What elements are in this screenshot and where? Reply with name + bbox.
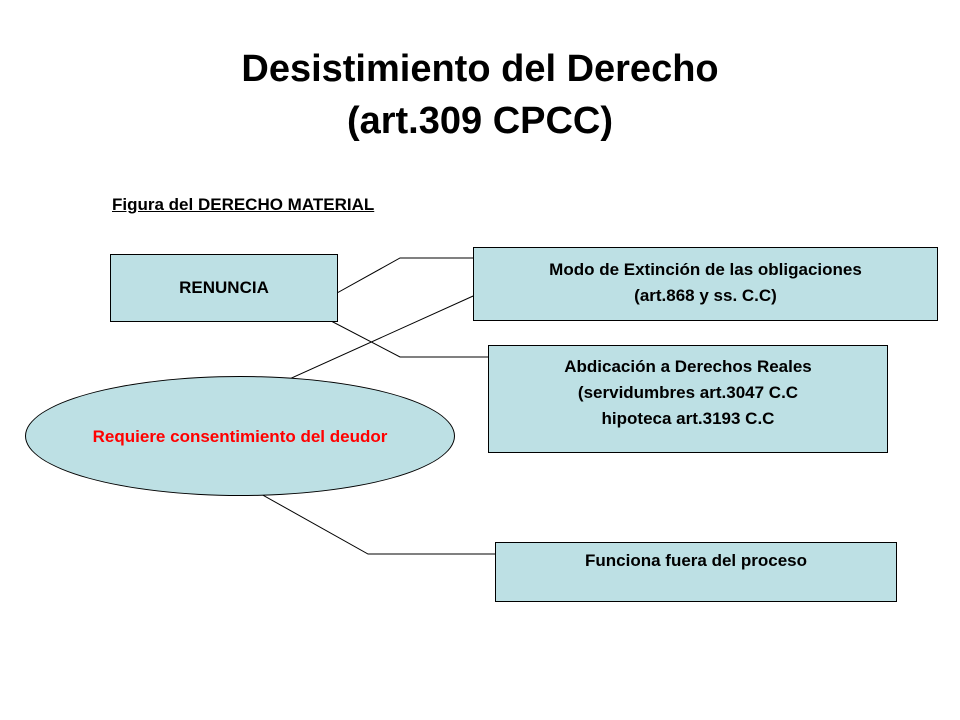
connector-renuncia-to-modo xyxy=(327,257,473,299)
abdicacion-line2: (servidumbres art.3047 C.C xyxy=(577,383,799,402)
modo-extincion-line2: (art.868 y ss. C.C) xyxy=(634,286,777,305)
renuncia-box: RENUNCIA xyxy=(110,254,338,322)
abdicacion-line3: hipoteca art.3193 C.C xyxy=(601,409,775,428)
renuncia-label: RENUNCIA xyxy=(179,278,269,297)
funciona-box: Funciona fuera del proceso xyxy=(495,542,897,602)
subtitle: Figura del DERECHO MATERIAL xyxy=(112,195,375,214)
funciona-label: Funciona fuera del proceso xyxy=(585,551,807,570)
consentimiento-ellipse xyxy=(25,376,455,496)
modo-extincion-box: Modo de Extinción de las obligaciones (a… xyxy=(473,247,938,321)
abdicacion-box: Abdicación a Derechos Reales (servidumbr… xyxy=(488,345,888,453)
abdicacion-line1: Abdicación a Derechos Reales xyxy=(564,357,812,376)
slide-title-line1: Desistimiento del Derecho xyxy=(241,48,719,90)
modo-extincion-line1: Modo de Extinción de las obligaciones xyxy=(549,260,862,279)
consentimiento-label: Requiere consentimiento del deudor xyxy=(92,427,388,446)
slide-title-line2: (art.309 CPCC) xyxy=(346,100,614,142)
